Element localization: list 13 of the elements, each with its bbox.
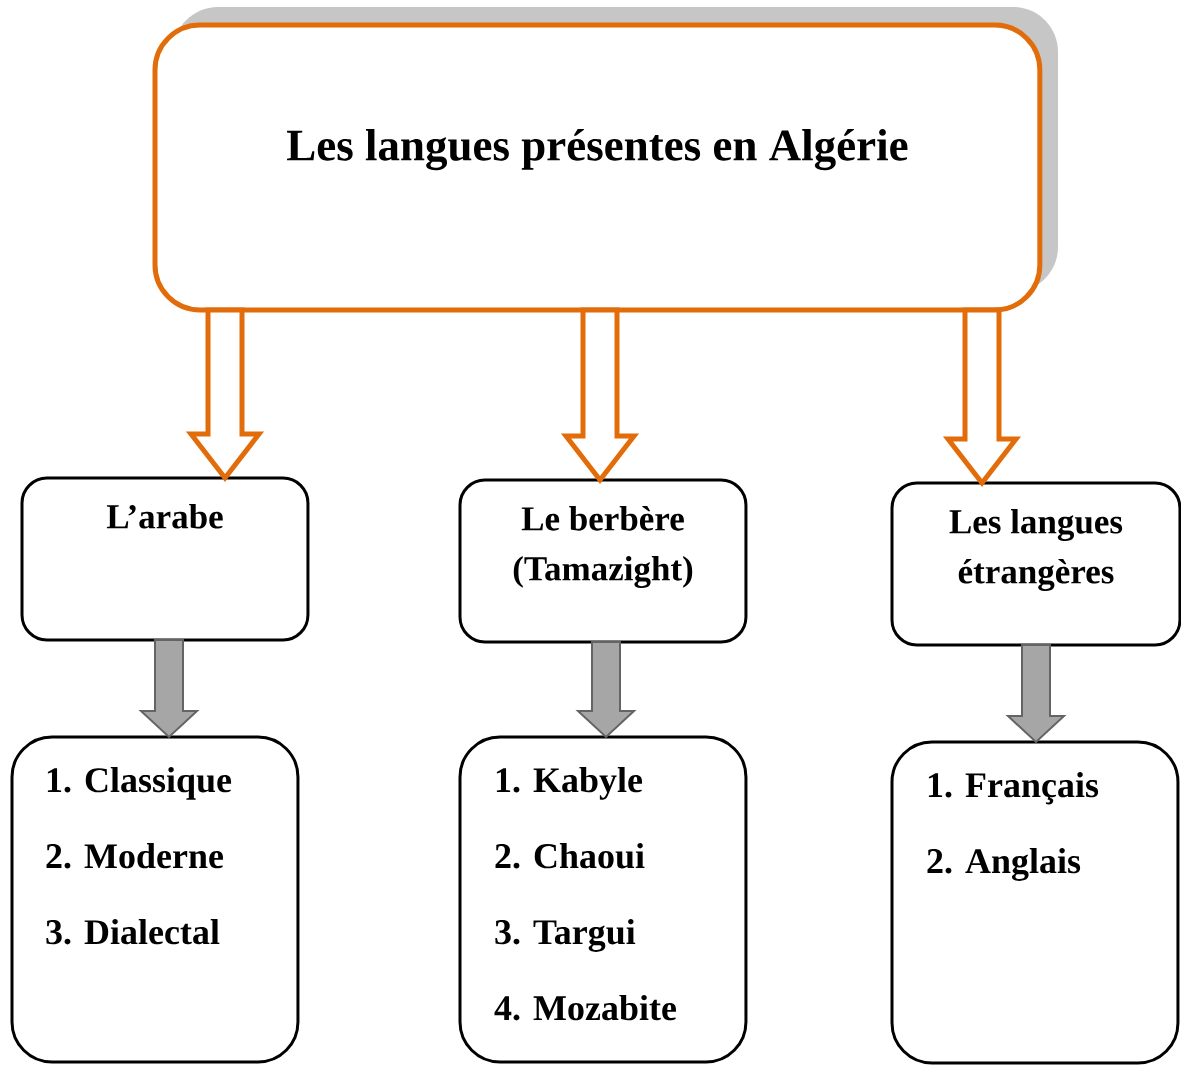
category-box: Le berbère (Tamazight) bbox=[458, 478, 748, 644]
block-arrow bbox=[942, 307, 1022, 488]
category-box: L’arabe bbox=[20, 476, 310, 642]
category-box: Les langues étrangères bbox=[890, 481, 1181, 647]
list-box: 1. Français 2. Anglais bbox=[890, 740, 1180, 1065]
list-box: 1. Kabyle 2. Chaoui 3. Targui 4. Mozabite bbox=[458, 735, 748, 1064]
block-arrow bbox=[185, 307, 265, 483]
list-box: 1. Classique 2. Moderne 3. Dialectal bbox=[10, 735, 300, 1064]
block-arrow bbox=[575, 640, 637, 739]
title-box: Les langues présentes en Algérie bbox=[152, 7, 1058, 313]
block-arrow bbox=[560, 307, 640, 485]
block-arrow bbox=[138, 638, 200, 739]
block-arrow bbox=[1005, 643, 1067, 744]
